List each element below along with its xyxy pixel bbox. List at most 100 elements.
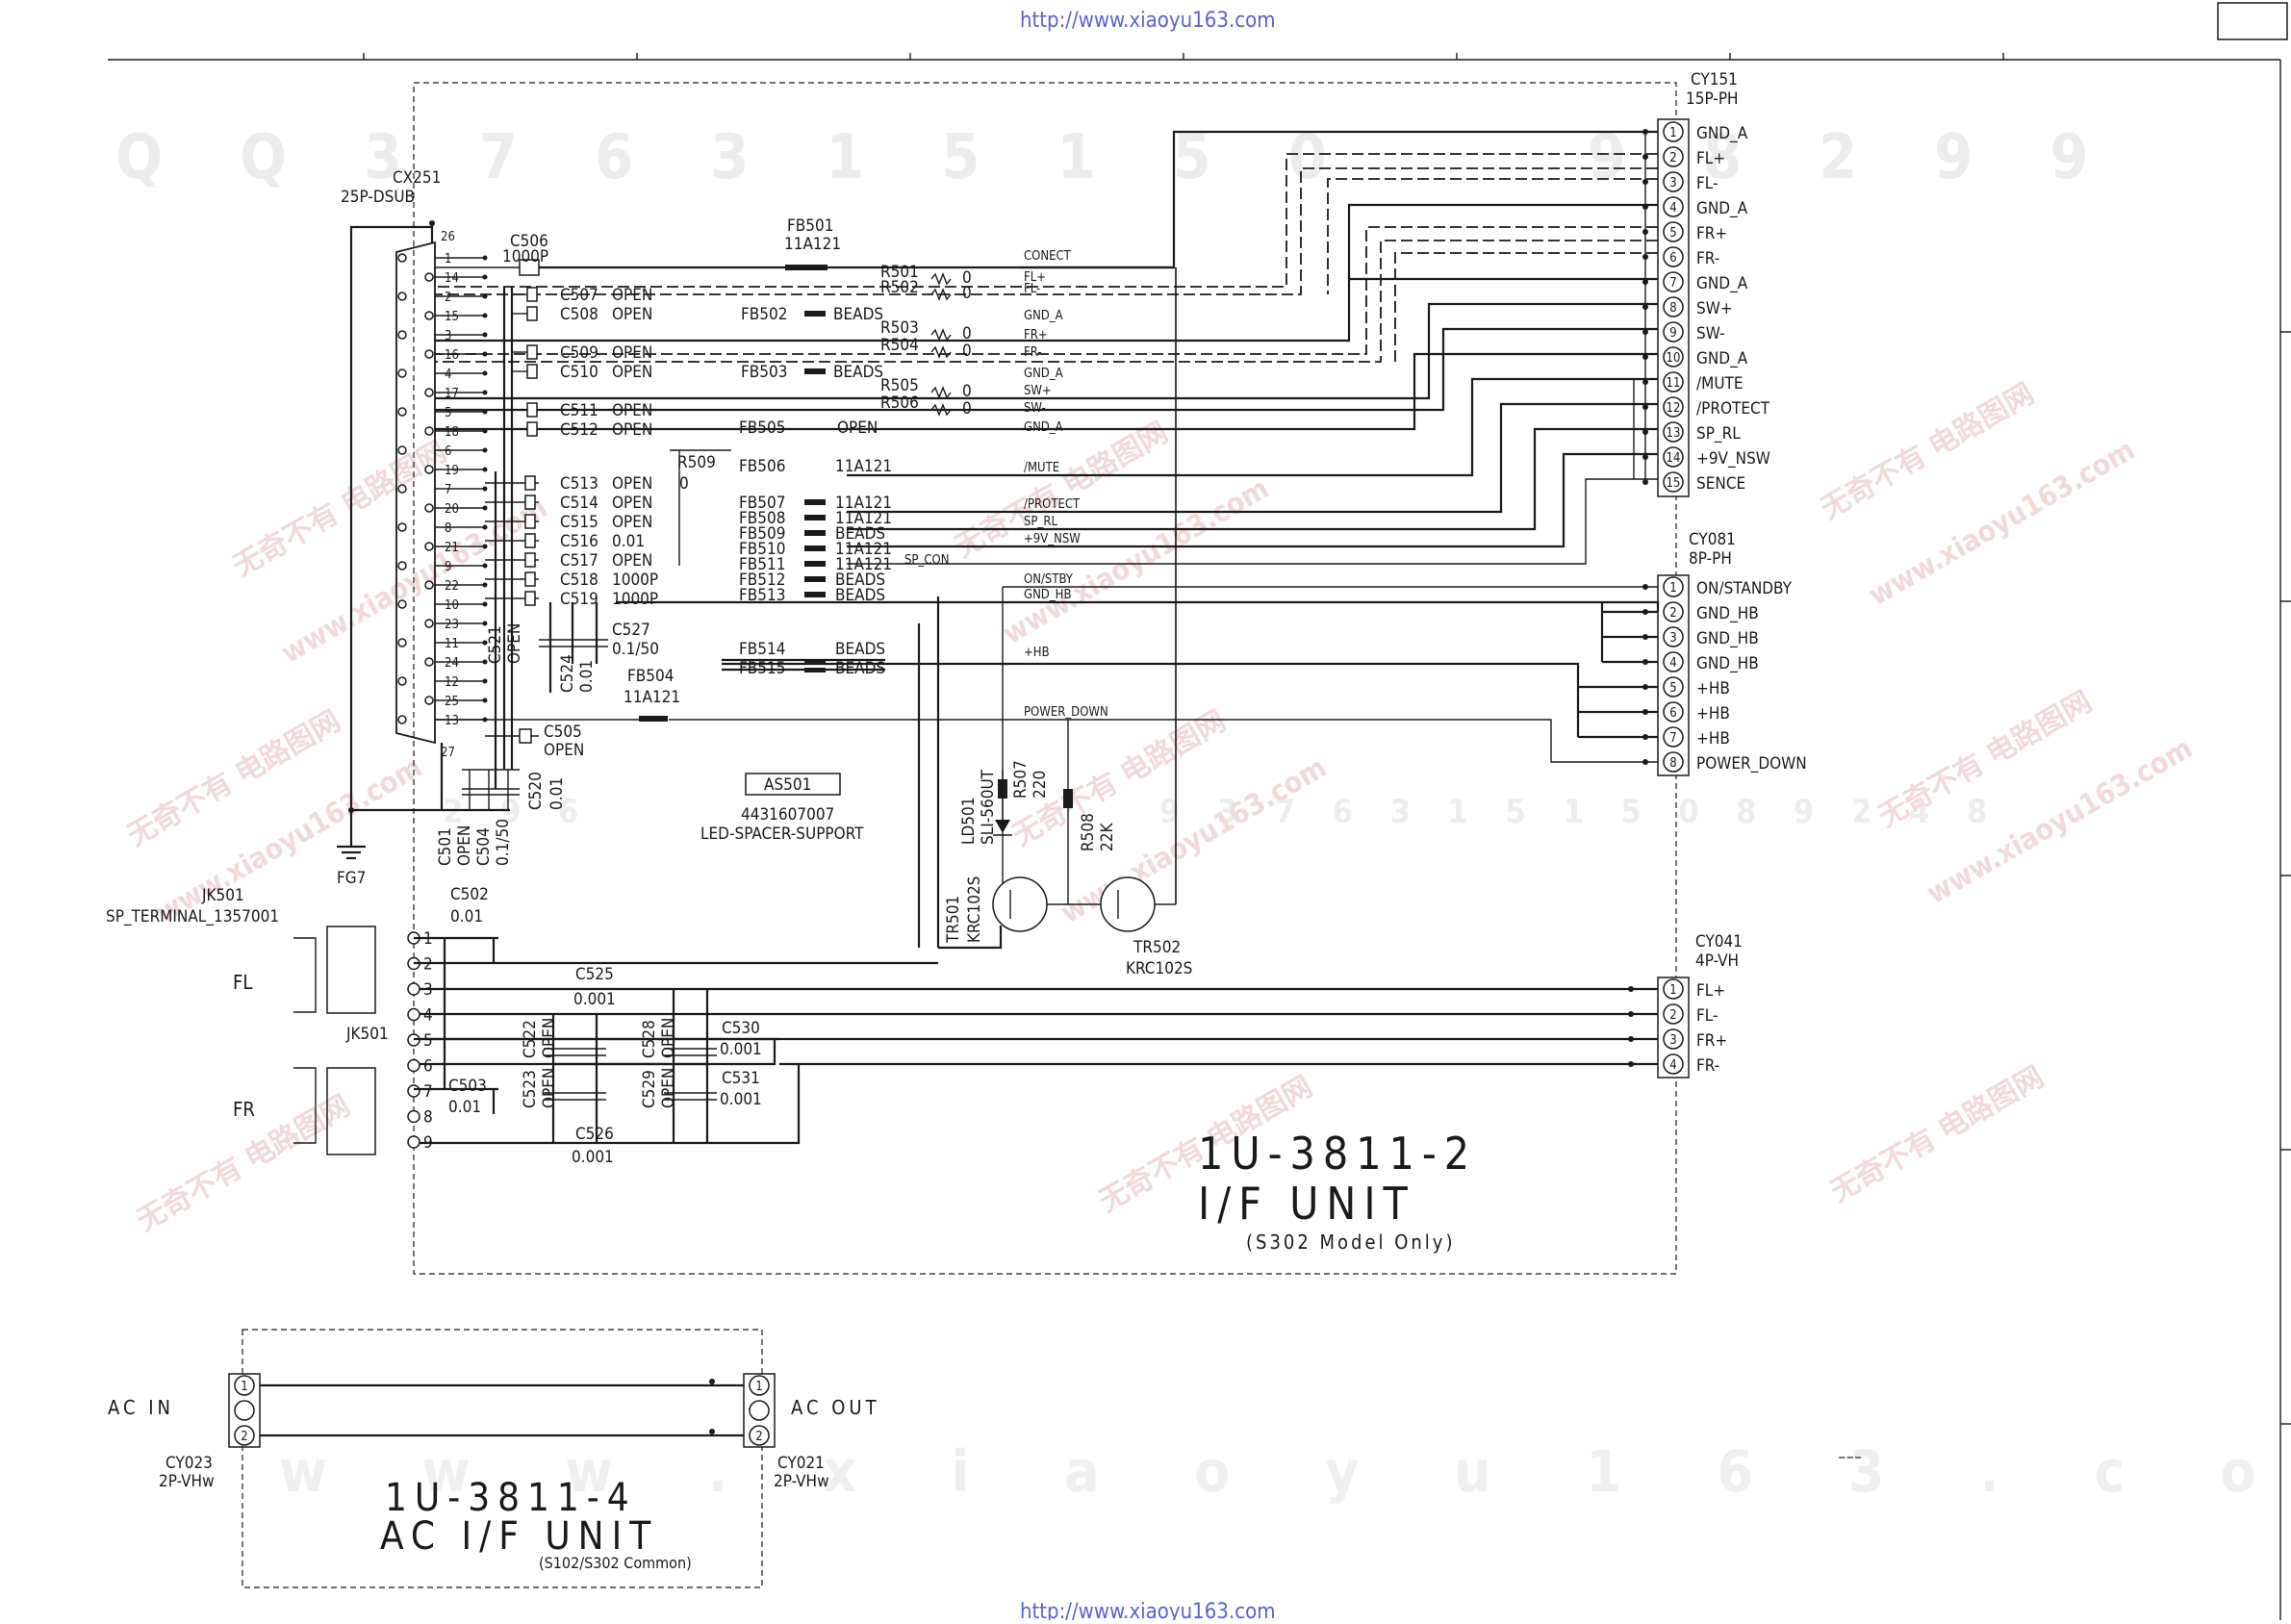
cy081-pin-4-number: 4 xyxy=(1669,656,1676,671)
c522-ref: C522 xyxy=(521,1020,540,1058)
c502-val: 0.01 xyxy=(450,907,483,926)
res-R505-ref: R505 xyxy=(880,376,919,395)
ac-in-pin-circle-1 xyxy=(234,1400,255,1421)
cap-C508-val: OPEN xyxy=(612,305,652,324)
ac-in-pin-2: 2 xyxy=(241,1430,247,1444)
cy081-pin-2-label: GND_HB xyxy=(1696,604,1759,623)
dsub-pin-3-node xyxy=(482,332,488,338)
ac-out-pin-circle-2 xyxy=(749,1425,770,1446)
fb-FB510-ref: FB510 xyxy=(739,540,785,559)
dsub-pin-23-dot xyxy=(424,619,434,628)
dsub-pin-13-dot xyxy=(397,715,407,724)
res-R506-zigzag xyxy=(930,403,952,417)
cy151-pin-9-label: SW- xyxy=(1696,324,1725,343)
cy081-pin-2-circle xyxy=(1663,601,1684,622)
res-R501-ref: R501 xyxy=(880,263,919,282)
c526-ref: C526 xyxy=(575,1125,614,1144)
ac-out-pin-1: 1 xyxy=(755,1380,762,1394)
cy041-pin-2-number: 2 xyxy=(1669,1008,1676,1023)
net-label-3: GND_A xyxy=(1024,309,1063,323)
dsub-pin-21-node xyxy=(482,544,488,549)
cap-C513-ref: C513 xyxy=(560,474,598,494)
c524-ref: C524 xyxy=(558,654,577,693)
dsub-pin-25-dot xyxy=(424,696,434,705)
cap-C516-body xyxy=(524,533,536,548)
cy081-ref: CY081 xyxy=(1689,530,1736,549)
cy041-type: 4P-VH xyxy=(1695,952,1739,971)
page-frame: --- xyxy=(108,2,2291,1620)
fb-FB509-body xyxy=(804,530,826,536)
cy041-pin-3-circle xyxy=(1663,1028,1684,1050)
dsub-pin-12-label: 12 xyxy=(445,675,459,690)
c502-ref: C502 xyxy=(450,885,489,904)
dsub-pin-20-dot xyxy=(424,503,434,513)
cap-C515-val: OPEN xyxy=(612,513,652,532)
cy021-type: 2P-VHw xyxy=(774,1472,829,1491)
dsub-pin-4-label: 4 xyxy=(445,368,451,382)
fb-FB507-ref: FB507 xyxy=(739,494,785,513)
cy151-pin-12-circle xyxy=(1663,396,1684,418)
cy151-pin-9-circle xyxy=(1663,321,1684,343)
c525-ref: C525 xyxy=(575,965,614,984)
dsub-pin-17-dot xyxy=(424,388,434,397)
dsub-pin-23-node xyxy=(482,621,488,626)
net-label-7: SW+ xyxy=(1024,384,1052,398)
cy151-pin-5-number: 5 xyxy=(1669,226,1676,241)
ac-in-pin-circle-0 xyxy=(234,1375,255,1396)
fb-FB513-body xyxy=(804,592,826,597)
net-label-9: GND_A xyxy=(1024,420,1063,435)
cy151-pin-3-label: FL- xyxy=(1696,174,1718,193)
r509-val: 0 xyxy=(679,474,689,494)
fb502-body xyxy=(804,311,826,317)
cap-C507-body xyxy=(526,287,538,302)
cy151-pin-9-number: 9 xyxy=(1669,326,1676,341)
c520-ref: C520 xyxy=(526,772,546,810)
dsub-pin-3-label: 3 xyxy=(445,329,451,343)
net-label-13: +9V_NSW xyxy=(1024,532,1081,546)
cap-C511-val: OPEN xyxy=(612,401,652,420)
watermark-layer: Q Q 3 7 6 3 1 5 1 5 0 9 8 2 9 9 2 9 6 9 … xyxy=(115,122,2291,1506)
net-label-12: SP_RL xyxy=(1024,515,1057,529)
dsub-pin-5-dot xyxy=(397,407,407,417)
jk501-type: SP_TERMINAL_1357001 xyxy=(106,907,279,926)
dsub-pin-21-label: 21 xyxy=(445,541,459,555)
res-R502-val: 0 xyxy=(962,284,972,303)
fb502-val: BEADS xyxy=(833,305,883,324)
cap-C518-val: 1000P xyxy=(612,571,658,590)
net-label-16: GND_HB xyxy=(1024,588,1072,602)
cap-C510-ref: C510 xyxy=(560,363,598,382)
c506-val: 1000P xyxy=(502,247,548,266)
dsub-pin-11-label: 11 xyxy=(445,637,459,651)
dsub-pin-4-dot xyxy=(397,368,407,378)
net-label-10: /MUTE xyxy=(1024,461,1059,475)
header-url[interactable]: http://www.xiaoyu163.com xyxy=(1020,9,1276,33)
dsub-pin-25-label: 25 xyxy=(445,695,459,709)
dsub-pin-12-node xyxy=(482,678,488,684)
cy151-pin-10-label: GND_A xyxy=(1696,349,1748,368)
cy021-ref: CY021 xyxy=(777,1454,825,1473)
res-R503-val: 0 xyxy=(962,324,972,343)
res-R504-ref: R504 xyxy=(880,336,919,355)
ac-unit-subtitle: AC I/F UNIT xyxy=(380,1514,658,1559)
cy151-pin-3-number: 3 xyxy=(1669,176,1676,190)
cy081-pin-1-number: 1 xyxy=(1669,581,1676,596)
cy151-pin-15-number: 15 xyxy=(1667,476,1681,491)
fb503-body xyxy=(804,368,826,374)
jk501-ref: JK501 xyxy=(201,886,244,905)
cap-C511-body xyxy=(526,402,538,418)
cy041-ref: CY041 xyxy=(1695,932,1743,952)
misc-dash-mark: --- xyxy=(1838,1442,1862,1471)
footer-url[interactable]: http://www.xiaoyu163.com xyxy=(1020,1600,1276,1624)
dsub-pin-19-node xyxy=(482,467,488,472)
dsub-pin-14-label: 14 xyxy=(445,271,459,286)
dsub-pin-25-node xyxy=(482,698,488,703)
net-label-1: FL+ xyxy=(1024,270,1046,285)
c525-val: 0.001 xyxy=(573,990,616,1009)
dsub-pin-9-dot xyxy=(397,561,407,571)
cy081-pin-3-label: GND_HB xyxy=(1696,629,1759,648)
